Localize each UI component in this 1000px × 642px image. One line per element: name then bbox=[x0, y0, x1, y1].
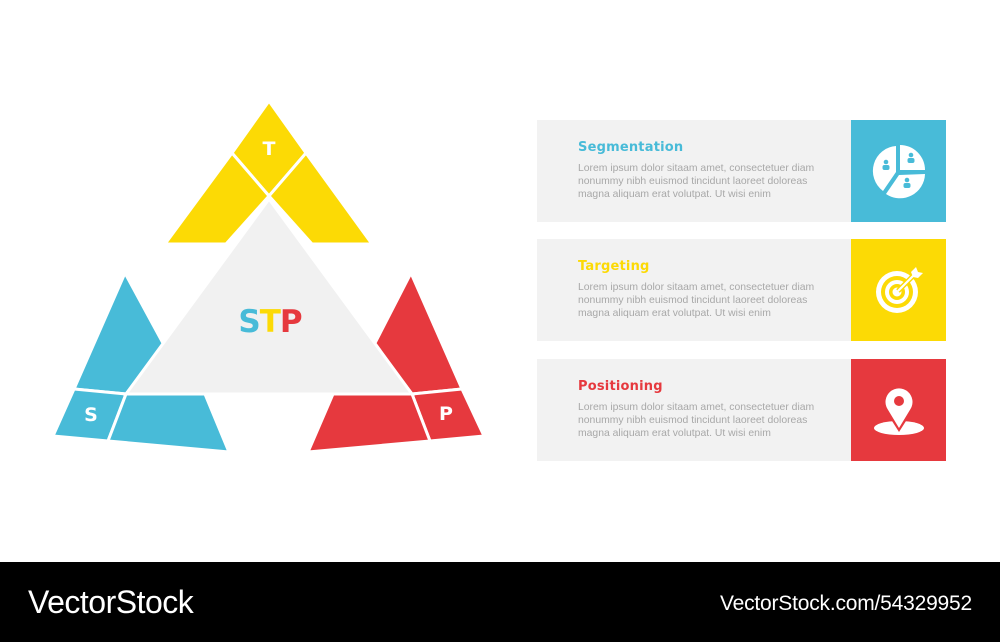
card-body: Lorem ipsum dolor sitaam amet, consectet… bbox=[578, 162, 848, 201]
stp-letter-s: S bbox=[238, 304, 260, 340]
card-title: Positioning bbox=[578, 379, 663, 394]
pie-chart-people-icon bbox=[872, 145, 925, 199]
stp-letter-t: T bbox=[259, 304, 281, 340]
card-body-line: magna aliquam erat volutpat. Ut wisi eni… bbox=[578, 428, 771, 439]
location-pin-icon bbox=[873, 386, 924, 435]
targeting-icon-box bbox=[851, 239, 946, 341]
positioning-card: Positioning Lorem ipsum dolor sitaam ame… bbox=[537, 359, 946, 461]
card-body: Lorem ipsum dolor sitaam amet, consectet… bbox=[578, 281, 848, 320]
card-title: Segmentation bbox=[578, 140, 684, 155]
card-body-line: magna aliquam erat volutpat. Ut wisi eni… bbox=[578, 308, 771, 319]
card-body-line: nonummy nibh euismod tincidunt laoreet d… bbox=[578, 176, 808, 187]
center-triangle bbox=[123, 196, 415, 396]
card-body-line: nonummy nibh euismod tincidunt laoreet d… bbox=[578, 415, 808, 426]
card-body: Lorem ipsum dolor sitaam amet, consectet… bbox=[578, 401, 848, 440]
segmentation-icon-box bbox=[851, 120, 946, 222]
card-title: Targeting bbox=[578, 259, 650, 274]
stp-center-label: STP bbox=[200, 304, 340, 340]
stp-letter-p: P bbox=[279, 304, 303, 340]
positioning-piece bbox=[305, 269, 487, 454]
footer-brand: VectorStock bbox=[28, 584, 194, 620]
footer-bar: VectorStock VectorStock.com/54329952 bbox=[0, 562, 1000, 642]
card-body-line: nonummy nibh euismod tincidunt laoreet d… bbox=[578, 295, 808, 306]
card-body-line: Lorem ipsum dolor sitaam amet, consectet… bbox=[578, 402, 815, 413]
segmentation-letter: S bbox=[84, 404, 98, 426]
card-body-line: Lorem ipsum dolor sitaam amet, consectet… bbox=[578, 163, 815, 174]
stp-triangle-diagram: STP T S P bbox=[0, 0, 520, 520]
target-arrow-icon bbox=[875, 267, 923, 313]
targeting-card: Targeting Lorem ipsum dolor sitaam amet,… bbox=[537, 239, 946, 341]
targeting-letter: T bbox=[262, 138, 276, 160]
card-body-line: Lorem ipsum dolor sitaam amet, consectet… bbox=[578, 282, 815, 293]
stp-shapes bbox=[50, 98, 487, 454]
segmentation-piece bbox=[50, 269, 232, 454]
positioning-letter: P bbox=[439, 403, 453, 425]
card-body-line: magna aliquam erat volutpat. Ut wisi eni… bbox=[578, 189, 771, 200]
targeting-piece bbox=[162, 98, 375, 246]
footer-reference: VectorStock.com/54329952 bbox=[719, 592, 972, 615]
positioning-icon-box bbox=[851, 359, 946, 461]
segmentation-card: Segmentation Lorem ipsum dolor sitaam am… bbox=[537, 120, 946, 222]
